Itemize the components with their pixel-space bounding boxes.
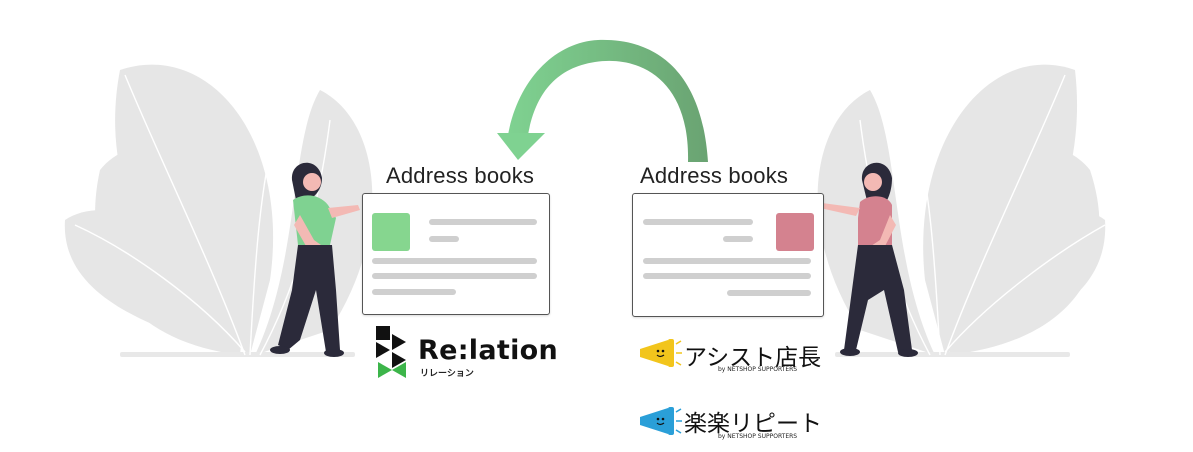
rakuraku-logo-name: 楽楽リピート [684, 411, 822, 437]
megaphone-blue-icon [640, 407, 682, 435]
right-card-line [643, 258, 811, 264]
curved-arrow-icon [497, 39, 708, 162]
right-card-avatar [776, 213, 814, 251]
right-card-line [643, 219, 753, 225]
left-card-title: Address books [386, 163, 535, 188]
relation-logo-icon [376, 326, 406, 378]
right-address-book-card [632, 193, 824, 317]
relation-logo-name: Re:lation [418, 335, 559, 366]
assist-logo-name: アシスト店長 [684, 345, 822, 371]
left-card-line [429, 236, 459, 242]
right-card-title: Address books [640, 163, 789, 188]
left-card-line [372, 273, 537, 279]
left-plant-veins [74, 74, 331, 356]
left-card-avatar [372, 213, 410, 251]
left-address-book-card [362, 193, 550, 315]
right-card-line [643, 273, 811, 279]
assist-logo-sub: by NETSHOP SUPPORTERS [718, 366, 798, 373]
left-card-line [429, 219, 537, 225]
megaphone-yellow-icon [640, 339, 682, 367]
assist-logo: アシスト店長 by NETSHOP SUPPORTERS [638, 336, 821, 378]
right-card-line [727, 290, 811, 296]
relation-logo: Re:lation リレーション [374, 324, 558, 380]
rakuraku-logo-sub: by NETSHOP SUPPORTERS [718, 433, 798, 440]
right-card-line [723, 236, 753, 242]
right-person-illustration [820, 162, 918, 357]
left-person-illustration [270, 162, 360, 357]
relation-logo-sub: リレーション [420, 369, 474, 379]
rakuraku-logo: 楽楽リピート by NETSHOP SUPPORTERS [638, 404, 822, 446]
left-card-line [372, 289, 456, 295]
left-card-line [372, 258, 537, 264]
